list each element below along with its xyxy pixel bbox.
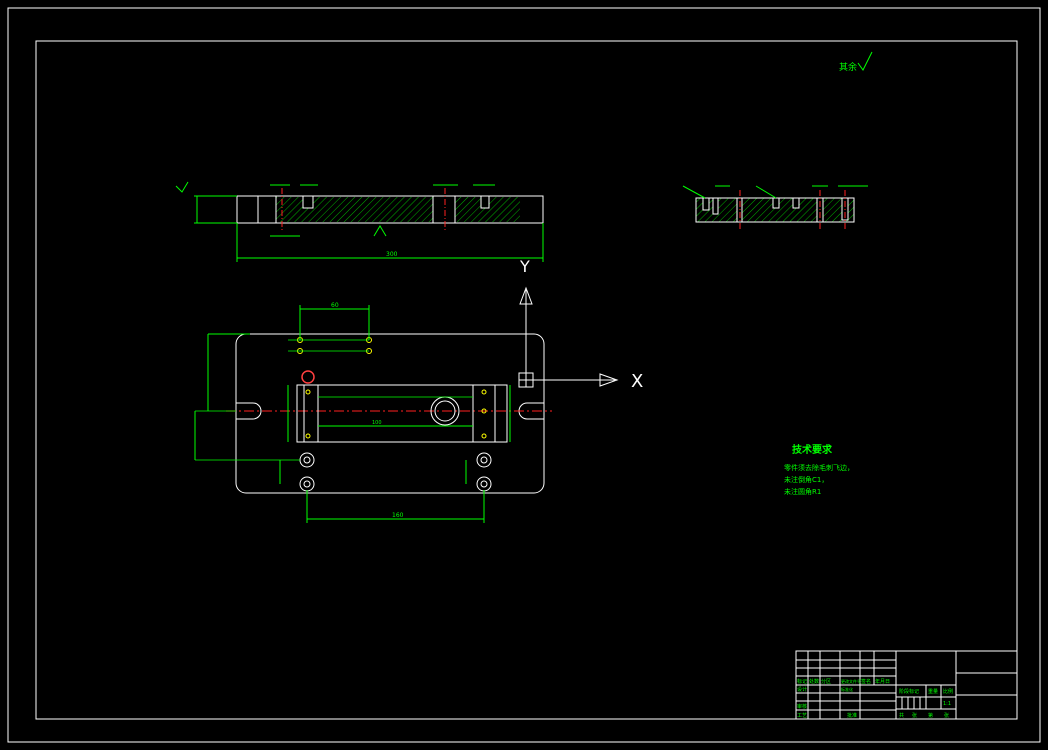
cbore-hole-4-inner — [480, 480, 488, 488]
slot-end-left — [303, 384, 319, 443]
tech-req-item-2: 未注倒角C1， — [784, 475, 828, 484]
tb-label-total: 共 — [899, 712, 904, 719]
cbore-hole-1-inner — [303, 456, 311, 464]
u-slot-left — [236, 402, 262, 420]
roughness-symbol-bottom-icon — [373, 225, 387, 237]
counterbore-left — [257, 195, 277, 224]
side-hole-1 — [702, 197, 710, 211]
tb-label-zone: 分区 — [821, 678, 831, 685]
ucs-y-arrow-icon — [519, 286, 533, 305]
side-section-view — [682, 185, 868, 230]
dim-slot-length-text: 100 — [372, 420, 382, 426]
roughness-mark: 其余 — [839, 51, 873, 73]
tb-label-sign: 签名 — [861, 678, 871, 685]
side-hole-5 — [792, 197, 800, 209]
plate-outline — [236, 195, 544, 224]
cbore-hole-3-inner — [480, 456, 488, 464]
small-hole-7 — [481, 389, 487, 395]
dim-top-span-text: 60 — [331, 302, 339, 309]
tech-requirements: 技术要求 零件须去除毛刺飞边， 未注倒角C1， 未注圆角R1 — [784, 443, 854, 496]
tb-label-scale: 比例 — [943, 688, 953, 695]
tb-label-count: 处数 — [809, 678, 819, 685]
cbore-hole-4 — [476, 476, 492, 492]
tb-label-change-doc: 更改文件号 — [841, 678, 861, 684]
side-hole-4 — [772, 197, 780, 209]
dim-bottom-span-text: 160 — [392, 512, 404, 519]
slot-pocket — [296, 384, 508, 443]
tb-label-date: 年月日 — [875, 678, 890, 685]
pin-hole-top — [301, 370, 315, 384]
ucs-x-arrow-icon — [599, 373, 619, 387]
roughness-label: 其余 — [839, 61, 857, 73]
title-block: 标记 处数 分区 更改文件号 签名 年月日 设计 标准化 审核 工艺 批准 阶段… — [795, 650, 1018, 720]
tb-label-review: 审核 — [797, 703, 807, 710]
small-hole-8 — [481, 433, 487, 439]
counterbore-mid — [432, 195, 456, 224]
tb-label-mark: 标记 — [797, 678, 807, 685]
tech-req-item-3: 未注圆角R1 — [784, 487, 821, 496]
tb-label-sheet-1: 张 — [912, 712, 917, 719]
cbore-hole-2-inner — [303, 480, 311, 488]
ucs-axis-icon: Y X — [518, 257, 643, 392]
side-hole-2 — [712, 197, 719, 215]
blind-hole-1 — [302, 195, 314, 209]
small-hole-5 — [305, 389, 311, 395]
roughness-symbol-small-icon — [175, 181, 189, 193]
tb-label-design: 设计 — [797, 686, 807, 693]
ucs-x-label: X — [631, 371, 643, 392]
tb-label-no: 第 — [928, 712, 933, 719]
cbore-hole-1 — [299, 452, 315, 468]
ucs-y-label: Y — [519, 257, 530, 276]
tb-label-standard: 标准化 — [841, 686, 853, 692]
slot-end-right — [472, 384, 496, 443]
dim-overall-text: 300 — [386, 251, 398, 258]
small-hole-9 — [481, 408, 487, 414]
outer-frame — [7, 7, 1041, 743]
tb-label-process: 工艺 — [797, 713, 807, 719]
tb-label-sheet-2: 张 — [944, 712, 949, 719]
side-plate-outline — [695, 197, 855, 223]
cbore-hole-2 — [299, 476, 315, 492]
inner-frame — [35, 40, 1018, 720]
blind-hole-2 — [480, 195, 490, 209]
plan-view: 60 100 160 — [194, 302, 552, 523]
roughness-symbol-icon — [857, 51, 873, 71]
side-leader-3 — [755, 185, 777, 199]
plan-plate-outline — [235, 333, 545, 494]
tb-label-weight: 重量 — [928, 688, 938, 695]
section-hatch — [258, 197, 520, 222]
locating-bore-inner — [434, 400, 456, 422]
small-hole-6 — [305, 433, 311, 439]
tb-label-stage: 阶段标记 — [899, 688, 919, 695]
cbore-hole-3 — [476, 452, 492, 468]
front-section-view: 300 — [175, 181, 544, 262]
tb-label-approve: 批准 — [847, 712, 857, 719]
side-leader-1 — [682, 185, 706, 199]
tech-req-item-1: 零件须去除毛刺飞边， — [784, 463, 854, 472]
tech-req-title: 技术要求 — [792, 443, 833, 456]
tb-scale-value: 1:1 — [943, 701, 951, 707]
